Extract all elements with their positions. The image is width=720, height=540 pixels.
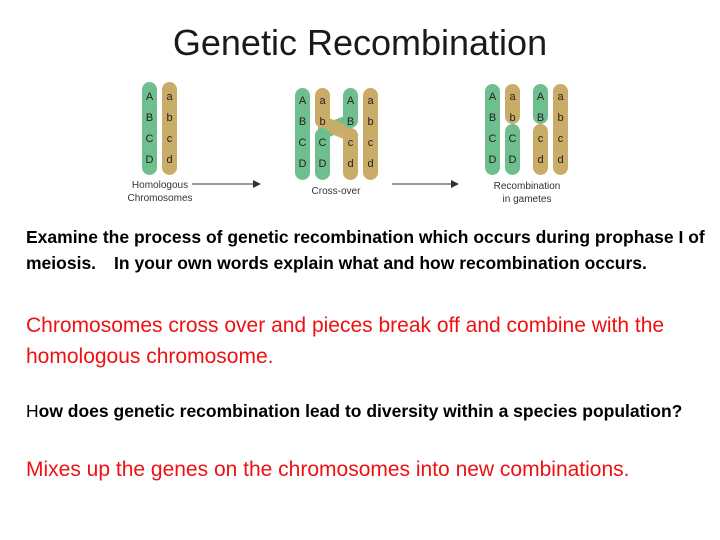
- recombination-diagram: A B C D a b c d Homologous Chromosomes A…: [127, 82, 568, 205]
- gene-label: C: [509, 133, 517, 145]
- gene-label: B: [299, 116, 306, 128]
- question-1: Examine the process of genetic recombina…: [26, 224, 706, 276]
- chromatid-green: [505, 124, 520, 175]
- answer-2: Mixes up the genes on the chromosomes in…: [26, 458, 630, 481]
- gene-label: A: [299, 95, 307, 107]
- gene-label: a: [557, 91, 564, 103]
- gene-label: b: [367, 116, 373, 128]
- crossover-chromosomes: A B C D a b C D A B c d a b c d Cross-ov…: [295, 88, 378, 197]
- chromatid-green: [343, 88, 358, 128]
- question-1-part-2: In your own words explain what and how r…: [114, 253, 647, 273]
- gene-label: d: [537, 154, 543, 166]
- chromatid-tan: [162, 82, 177, 175]
- gene-label: C: [319, 137, 327, 149]
- gene-label: c: [348, 137, 354, 149]
- recombination-label: in gametes: [503, 194, 552, 205]
- gene-label: D: [319, 158, 327, 170]
- gene-label: D: [489, 154, 497, 166]
- gene-label: a: [166, 91, 173, 103]
- recombinant-chromosomes: A B C D a b C D A B c d a b c d Recombin…: [485, 84, 568, 205]
- gene-label: c: [167, 133, 173, 145]
- gene-label: c: [368, 137, 374, 149]
- gene-label: B: [347, 116, 354, 128]
- homologous-label: Chromosomes: [127, 193, 192, 204]
- gene-label: D: [299, 158, 307, 170]
- gene-label: d: [347, 158, 353, 170]
- gene-label: c: [558, 133, 564, 145]
- chromatid-tan: [315, 88, 330, 128]
- gene-label: A: [347, 95, 355, 107]
- gene-label: C: [299, 137, 307, 149]
- gene-label: d: [367, 158, 373, 170]
- crossover-label: Cross-over: [312, 186, 362, 197]
- gene-label: b: [319, 116, 325, 128]
- gene-label: B: [537, 112, 544, 124]
- gene-label: b: [509, 112, 515, 124]
- chromatid-tan: [343, 128, 358, 180]
- gene-label: b: [557, 112, 563, 124]
- gene-label: b: [166, 112, 172, 124]
- chromatid-green: [142, 82, 157, 175]
- homologous-chromosomes: A B C D a b c d Homologous Chromosomes: [127, 82, 193, 204]
- gene-label: C: [489, 133, 497, 145]
- gene-label: C: [146, 133, 154, 145]
- gene-label: c: [538, 133, 544, 145]
- question-1-part-1: Examine the process of genetic recombina…: [26, 227, 705, 273]
- question-2-text: ow does genetic recombination lead to di…: [38, 401, 683, 421]
- chromatid-tan: [533, 124, 548, 175]
- gene-label: D: [146, 154, 154, 166]
- gene-label: a: [367, 95, 374, 107]
- gene-label: A: [146, 91, 154, 103]
- question-2-first-letter: H: [26, 401, 39, 421]
- gene-label: D: [509, 154, 517, 166]
- chromatid-green: [533, 84, 548, 124]
- gene-label: a: [509, 91, 516, 103]
- slide-title: Genetic Recombination: [172, 22, 548, 63]
- chromatid-green: [295, 88, 310, 180]
- chromatid-tan: [553, 84, 568, 175]
- answer-1: Chromosomes cross over and pieces break …: [26, 314, 665, 368]
- question-2: How does genetic recombination lead to d…: [26, 398, 706, 424]
- gene-label: d: [557, 154, 563, 166]
- gene-label: A: [489, 91, 497, 103]
- homologous-label: Homologous: [132, 180, 188, 191]
- gene-label: a: [319, 95, 326, 107]
- gene-label: A: [537, 91, 545, 103]
- chromatid-tan: [505, 84, 520, 124]
- gene-label: B: [146, 112, 153, 124]
- chromatid-tan: [363, 88, 378, 180]
- gene-label: d: [166, 154, 172, 166]
- gene-label: B: [489, 112, 496, 124]
- recombination-label: Recombination: [494, 181, 561, 192]
- chromatid-green: [315, 128, 330, 180]
- chromatid-green: [485, 84, 500, 175]
